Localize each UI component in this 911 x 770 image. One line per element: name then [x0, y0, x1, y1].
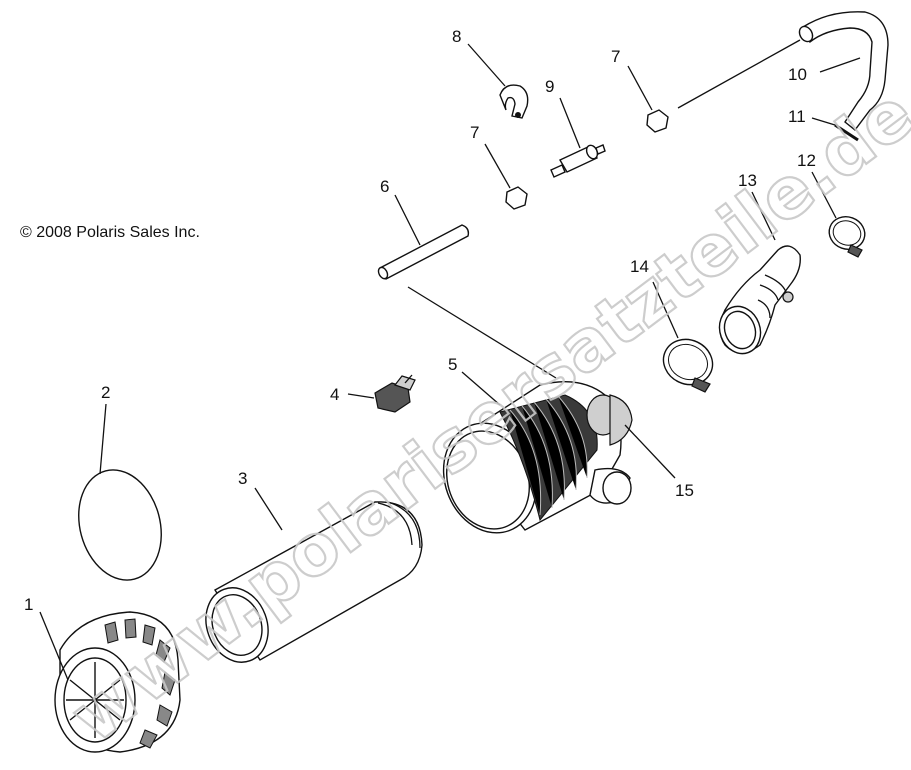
- leader-9: [559, 97, 581, 149]
- callout-13: 13: [738, 171, 757, 190]
- part-4-clip[interactable]: [374, 374, 416, 413]
- part-5-airbox-housing[interactable]: [429, 380, 633, 546]
- part-7-nut-lower[interactable]: [505, 186, 528, 210]
- leader-10-to-nut: [677, 39, 801, 109]
- callout-11: 11: [788, 107, 806, 126]
- part-2-gasket-ring[interactable]: [67, 461, 173, 590]
- callout-14: 14: [630, 257, 649, 276]
- leader-14: [652, 281, 679, 339]
- callout-1: 1: [24, 595, 33, 614]
- callout-8: 8: [452, 27, 461, 46]
- callout-7-upper: 7: [611, 47, 620, 66]
- part-3-filter-element[interactable]: [196, 501, 423, 671]
- copyright-text: © 2008 Polaris Sales Inc.: [20, 224, 200, 241]
- leader-10: [819, 57, 861, 73]
- leader-12: [811, 171, 837, 219]
- leader-11: [811, 117, 836, 126]
- callout-2: 2: [101, 383, 110, 402]
- leader-5: [461, 371, 501, 406]
- callout-7-lower: 7: [470, 123, 479, 142]
- callout-5: 5: [448, 355, 457, 374]
- part-7-nut-upper[interactable]: [646, 109, 669, 133]
- part-12-hose-clamp[interactable]: [825, 212, 870, 258]
- part-13-intake-boot[interactable]: [713, 245, 801, 359]
- leader-7-upper: [627, 65, 653, 111]
- leader-15: [624, 424, 676, 479]
- leader-13: [751, 191, 776, 241]
- callout-10: 10: [788, 65, 807, 84]
- callout-9: 9: [545, 77, 554, 96]
- callout-6: 6: [380, 177, 389, 196]
- leader-6: [394, 194, 421, 246]
- part-9-fitting[interactable]: [550, 144, 606, 178]
- callout-15: 15: [675, 481, 694, 500]
- part-1-precleaner-cap[interactable]: [54, 611, 181, 753]
- leader-3: [254, 487, 283, 531]
- leader-6-to-housing: [407, 286, 557, 379]
- part-10-hose[interactable]: [797, 11, 889, 131]
- watermark-text: www.polarisersatzteile.de: [56, 72, 911, 758]
- callout-12: 12: [797, 151, 816, 170]
- part-11-pin[interactable]: [834, 121, 861, 142]
- callout-3: 3: [238, 469, 247, 488]
- leader-7-lower: [484, 143, 511, 189]
- leader-8: [467, 43, 506, 87]
- leader-4: [347, 393, 375, 399]
- part-6-tube[interactable]: [377, 224, 470, 280]
- leader-1: [39, 611, 69, 681]
- part-14-hose-clamp[interactable]: [656, 331, 720, 393]
- part-8-clamp[interactable]: [499, 84, 529, 119]
- leader-2: [99, 403, 107, 475]
- callout-4: 4: [330, 385, 339, 404]
